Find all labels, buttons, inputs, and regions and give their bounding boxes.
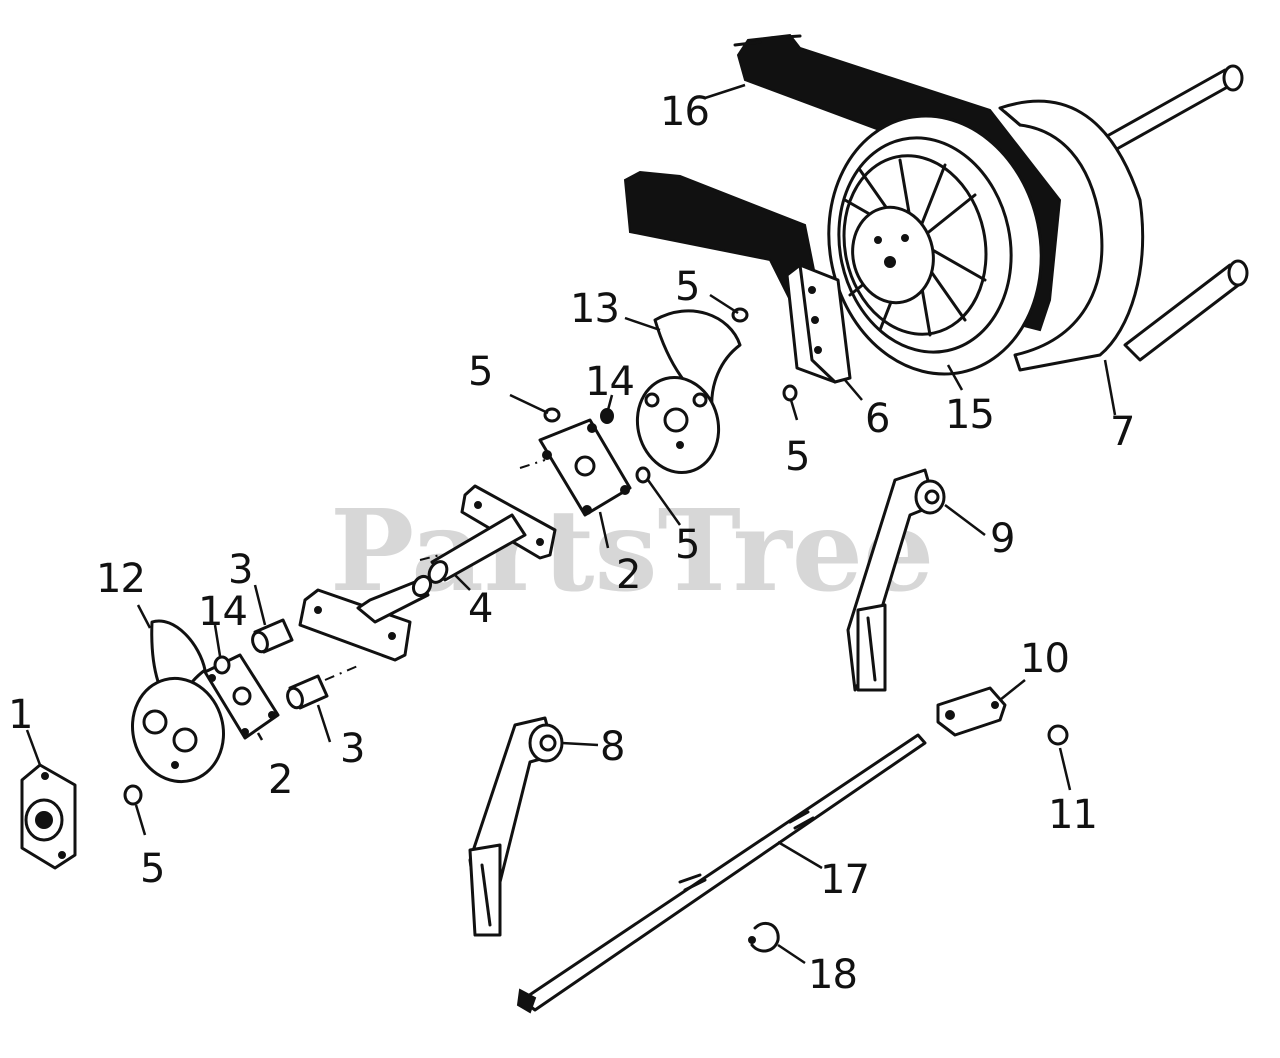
part-8-lever[interactable] (468, 716, 564, 937)
centerline-lower (324, 664, 361, 681)
callout-18: 18 (808, 952, 857, 998)
part-4-shaft[interactable] (426, 484, 557, 586)
callout-15: 15 (945, 392, 994, 438)
part-12-flange[interactable] (121, 619, 235, 792)
callout-11: 11 (1048, 792, 1097, 838)
callout-5a: 5 (468, 349, 492, 395)
callout-2b: 2 (616, 552, 640, 598)
callout-8: 8 (600, 724, 624, 770)
callout-5b: 5 (675, 264, 699, 310)
part-1-flange-bearing[interactable] (20, 763, 77, 870)
part-2-upper-plate[interactable] (538, 418, 632, 517)
part-center-shaft[interactable] (298, 573, 434, 662)
part-3-bushing-b[interactable] (285, 674, 329, 710)
callout-14b: 14 (198, 589, 247, 635)
callout-9: 9 (990, 516, 1014, 562)
callout-5e: 5 (140, 846, 164, 892)
leader-lines (25, 83, 1117, 965)
callout-3b: 3 (340, 726, 364, 772)
part-5-nut-e[interactable] (123, 784, 143, 806)
part-18-clip[interactable] (748, 921, 780, 953)
watermark: PartsTree (330, 486, 934, 617)
callout-10: 10 (1020, 636, 1069, 682)
part-6-plate[interactable] (785, 263, 852, 384)
part-14-lower[interactable] (213, 655, 231, 675)
part-5-nut-d[interactable] (635, 466, 651, 484)
callout-7: 7 (1110, 409, 1134, 455)
callout-5c: 5 (785, 434, 809, 480)
callout-3a: 3 (228, 547, 252, 593)
part-14-upper[interactable] (600, 408, 614, 424)
part-13-flange[interactable] (627, 309, 742, 482)
callout-4: 4 (468, 586, 492, 632)
centerline-upper (519, 459, 546, 469)
callout-16: 16 (660, 89, 709, 135)
callout-5d: 5 (675, 522, 699, 568)
part-3-bushing-a[interactable] (250, 618, 294, 654)
callout-14a: 14 (585, 359, 634, 405)
part-9-lever[interactable] (846, 468, 946, 692)
part-11-nut[interactable] (1047, 724, 1069, 746)
callout-6: 6 (865, 396, 889, 442)
callout-1: 1 (8, 692, 32, 738)
part-7-guard[interactable] (998, 64, 1249, 372)
part-15-pulley[interactable] (805, 96, 1064, 394)
callout-2a: 2 (268, 757, 292, 803)
callout-13: 13 (570, 286, 619, 332)
callout-12: 12 (96, 556, 145, 602)
callout-17: 17 (820, 857, 869, 903)
centerline-middle (419, 554, 441, 561)
part-5-nut-a[interactable] (543, 407, 561, 423)
part-17-rod[interactable] (516, 733, 927, 1014)
part-10-bracket[interactable] (936, 686, 1007, 737)
part-5-nut-c[interactable] (782, 384, 798, 402)
